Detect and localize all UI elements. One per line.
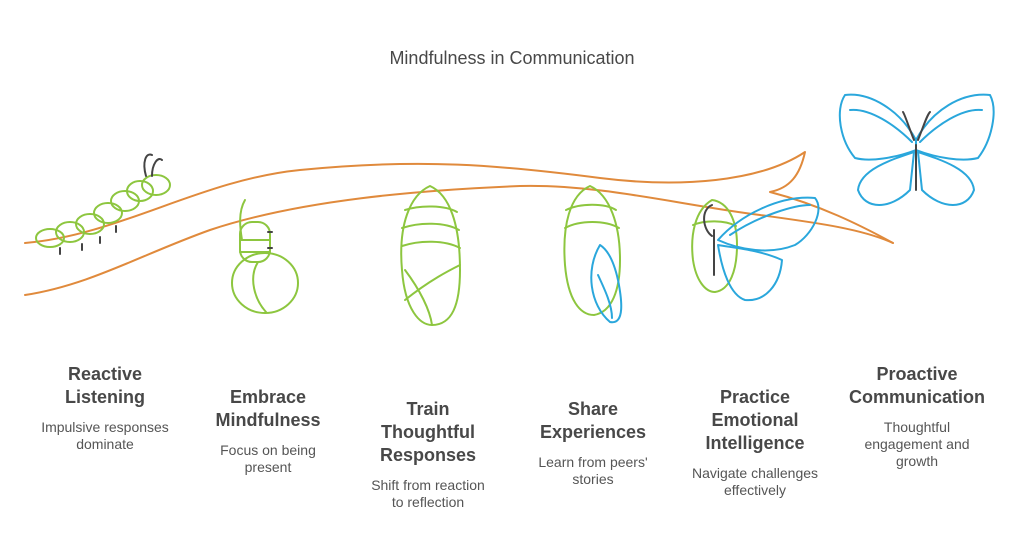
heading-line: Share xyxy=(567,399,619,419)
heading-line: Listening xyxy=(65,387,145,407)
emerging-chrysalis-icon xyxy=(563,185,623,324)
heading-line: Practice xyxy=(719,387,791,407)
branch-icon xyxy=(24,151,894,296)
emerging-butterfly-icon xyxy=(691,196,820,302)
caterpillar-icon xyxy=(35,153,171,255)
description-line: stories xyxy=(572,471,614,487)
heading-line: Proactive xyxy=(876,364,958,384)
heading-line: Intelligence xyxy=(705,433,805,453)
diagram-title: Mindfulness in Communication xyxy=(389,48,635,68)
heading-line: Train xyxy=(406,399,450,419)
heading-line: Thoughtful xyxy=(381,422,475,442)
heading-line: Embrace xyxy=(229,387,307,407)
heading-line: Reactive xyxy=(67,364,143,384)
heading-line: Emotional xyxy=(711,410,799,430)
description-line: Navigate challenges xyxy=(691,465,819,481)
description-line: Impulsive responses xyxy=(41,419,169,435)
description-line: growth xyxy=(895,453,939,469)
heading-line: Experiences xyxy=(539,422,647,442)
description-line: effectively xyxy=(724,482,786,498)
description-line: Learn from peers' xyxy=(538,454,648,470)
chrysalis-icon xyxy=(400,185,461,326)
description-line: engagement and xyxy=(864,436,970,452)
description-line: Shift from reaction xyxy=(371,477,485,493)
hanging-caterpillar-icon xyxy=(231,199,299,314)
butterfly-icon xyxy=(838,93,995,206)
description-line: present xyxy=(244,459,292,475)
stage-description: Learn from peers'stories xyxy=(508,454,678,488)
description-line: dominate xyxy=(76,436,134,452)
description-line: Focus on being xyxy=(220,442,316,458)
metamorphosis-illustration xyxy=(24,93,995,326)
description-line: Thoughtful xyxy=(883,419,951,435)
heading-line: Mindfulness xyxy=(215,410,321,430)
heading-line: Communication xyxy=(848,387,985,407)
heading-line: Responses xyxy=(379,445,477,465)
description-line: to reflection xyxy=(391,494,465,510)
